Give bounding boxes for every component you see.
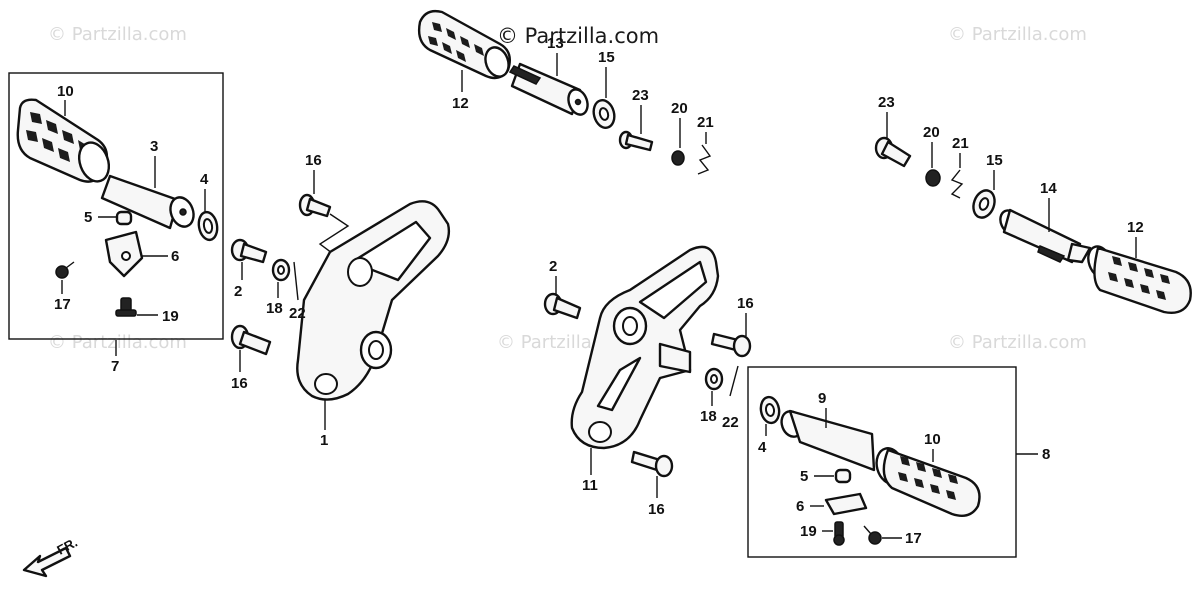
- callout-19: 19: [162, 308, 179, 325]
- left-footpeg-assembly: 10 3 4 5 6 17 19 7: [8, 72, 224, 375]
- part-spring-21-right: [950, 169, 964, 199]
- callout-18: 18: [266, 300, 283, 317]
- part-washer-4-right: [759, 395, 781, 425]
- part-spring-pin-22-left: [293, 261, 299, 301]
- callout-21-right: 21: [952, 135, 969, 152]
- part-bolt-16-bottom-left: [230, 324, 272, 356]
- part-bolt-17-left: [55, 261, 75, 279]
- part-footpeg-10-right: [875, 447, 981, 517]
- callout-12: 12: [452, 95, 469, 112]
- part-bracket-right: [570, 245, 720, 450]
- part-washer-18-right: [704, 367, 724, 391]
- part-spring-21-top: [697, 144, 712, 175]
- callout-17-right: 17: [905, 530, 922, 547]
- callout-5-right: 5: [800, 468, 808, 485]
- callout-15: 15: [598, 49, 615, 66]
- callout-16-bottom: 16: [231, 375, 248, 392]
- part-bracket-left: [296, 200, 451, 401]
- part-bolt-19-right: [833, 521, 845, 546]
- callout-20-right: 20: [923, 124, 940, 141]
- callout-9: 9: [818, 390, 826, 407]
- callout-16-top: 16: [305, 152, 322, 169]
- part-plate-left: [104, 230, 144, 278]
- part-bolt-16-top-left: [298, 193, 332, 218]
- watermark-top-center: © Partzilla.com: [497, 24, 659, 48]
- part-pin-13-top: [508, 62, 589, 116]
- part-washer-18-left: [271, 258, 291, 282]
- part-nut-20-right: [925, 169, 941, 187]
- callout-17: 17: [54, 296, 71, 313]
- callout-7: 7: [111, 358, 119, 375]
- part-footpeg-12-right: [1087, 245, 1192, 314]
- watermark-mid-right: © Partzilla.com: [948, 332, 1087, 353]
- callout-23-right: 23: [878, 94, 895, 111]
- part-washer-left: [197, 210, 219, 242]
- right-bracket-group: 2 16 18 22 11: [543, 245, 754, 518]
- callout-6: 6: [171, 248, 179, 265]
- callout-3: 3: [150, 138, 158, 155]
- part-bolt-2-right: [543, 292, 582, 320]
- callout-10: 10: [57, 83, 74, 100]
- part-bolt-16-right-upper: [710, 332, 752, 358]
- part-pin-9-right: [780, 409, 876, 472]
- callout-2: 2: [234, 283, 242, 300]
- part-washer-15-right: [972, 189, 996, 219]
- callout-21: 21: [697, 114, 714, 131]
- part-footpeg-12-top: [417, 9, 511, 80]
- callout-2-right: 2: [549, 258, 557, 275]
- top-center-group: 12 13 15 23 20: [417, 9, 714, 175]
- callout-16-right-bottom: 16: [648, 501, 665, 518]
- part-pin-23-top: [618, 130, 654, 152]
- callout-10-right: 10: [924, 431, 941, 448]
- watermark-top-left: © Partzilla.com: [48, 24, 187, 45]
- callout-4-right: 4: [758, 439, 767, 456]
- callout-12-right: 12: [1127, 219, 1144, 236]
- left-bracket-group: 16 2 18 22: [230, 152, 451, 449]
- assembly-box-8: [747, 366, 1017, 558]
- callout-20: 20: [671, 100, 688, 117]
- callout-16-right-top: 16: [737, 295, 754, 312]
- callout-8: 8: [1042, 446, 1050, 463]
- part-pin-23-right: [874, 136, 912, 168]
- part-rubber-cap-5-right: [834, 468, 852, 484]
- top-right-group: 23 20 21 15 14: [874, 94, 1192, 314]
- callout-14-right: 14: [1040, 180, 1057, 197]
- callout-4: 4: [200, 171, 209, 188]
- part-plate-6-right: [824, 492, 868, 516]
- watermark-top-right: © Partzilla.com: [948, 24, 1087, 45]
- part-bolt-16-right-lower: [630, 450, 674, 478]
- part-pin-left: [100, 174, 195, 230]
- callout-11: 11: [582, 477, 598, 494]
- callout-18-right: 18: [700, 408, 717, 425]
- part-bolt-17-right: [863, 525, 882, 545]
- assembly-box-7: [8, 72, 224, 340]
- part-spring-pin-22-right: [729, 365, 739, 397]
- part-bolt-19-left: [115, 297, 137, 317]
- front-arrow-icon: [22, 546, 72, 578]
- callout-19-right: 19: [800, 523, 817, 540]
- callout-22: 22: [289, 305, 306, 322]
- watermark-mid-left: © Partzilla.com: [48, 332, 187, 353]
- callout-23: 23: [632, 87, 649, 104]
- callout-15-right: 15: [986, 152, 1003, 169]
- callout-22-right: 22: [722, 414, 739, 431]
- part-rubber-cap-left: [115, 210, 133, 226]
- callout-13: 13: [547, 35, 564, 52]
- part-washer-15-top: [592, 99, 616, 129]
- front-direction-indicator: FR.: [22, 535, 80, 578]
- part-nut-20-top: [671, 150, 685, 166]
- callout-5: 5: [84, 209, 92, 226]
- right-footpeg-assembly: 4 9 10 5 6 1: [747, 366, 1050, 558]
- callout-1: 1: [320, 432, 328, 449]
- part-pin-14-right: [999, 208, 1092, 264]
- watermarks: © Partzilla.com © Partzilla.com © Partzi…: [48, 24, 1087, 353]
- part-footpeg-rubber-left: [16, 98, 111, 183]
- part-bolt-2-left: [230, 238, 268, 264]
- callout-6-right: 6: [796, 498, 804, 515]
